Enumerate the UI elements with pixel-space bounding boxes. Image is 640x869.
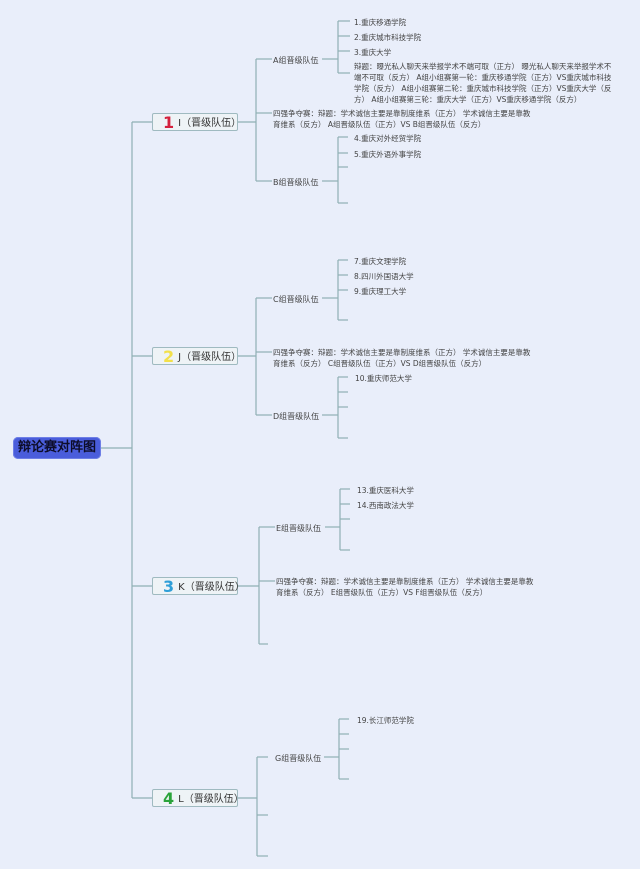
branch-label-4: L（晋级队伍） [178,794,244,805]
branch-label-2: J（晋级队伍） [178,352,242,363]
team-item[interactable]: 10.重庆师范大学 [355,374,412,383]
team-item[interactable]: 7.重庆文理学院 [354,257,407,266]
root-node[interactable]: 辩论赛对阵图 [13,437,101,459]
branch-label-3: K（晋级队伍） [178,582,245,593]
team-item[interactable]: 5.重庆外语外事学院 [354,150,422,159]
branch-number-2: 2 [163,347,175,366]
branch-label-1: I（晋级队伍） [178,118,242,129]
team-item[interactable]: 2.重庆城市科技学院 [354,33,422,42]
semifinal-ab[interactable]: 四强争夺赛：辩题：学术诚信主要是靠制度维系（正方） 学术诚信主要是靠教育维系（反… [273,109,531,129]
team-item[interactable]: 1.重庆移通学院 [354,18,407,27]
group-c[interactable]: C组晋级队伍 [273,295,319,304]
group-e[interactable]: E组晋级队伍 [276,524,322,533]
semifinal-ef[interactable]: 四强争夺赛：辩题：学术诚信主要是靠制度维系（正方） 学术诚信主要是靠教育维系（反… [276,577,534,597]
team-item[interactable]: 19.长江师范学院 [357,716,414,725]
team-item[interactable]: 4.重庆对外经贸学院 [354,134,422,143]
group-b[interactable]: B组晋级队伍 [273,178,319,187]
team-item[interactable]: 8.四川外国语大学 [354,272,414,281]
group-g[interactable]: G组晋级队伍 [275,754,322,763]
team-item[interactable]: 14.西南政法大学 [357,501,414,510]
team-item[interactable]: 3.重庆大学 [354,48,392,57]
team-item[interactable]: 9.重庆理工大学 [354,287,407,296]
semifinal-cd[interactable]: 四强争夺赛：辩题：学术诚信主要是靠制度维系（正方） 学术诚信主要是靠教育维系（反… [273,348,531,368]
team-item[interactable]: 13.重庆医科大学 [357,486,414,495]
branch-number-1: 1 [163,113,175,132]
group-a[interactable]: A组晋级队伍 [273,56,319,65]
branch-number-4: 4 [163,789,175,808]
branch-number-3: 3 [163,577,175,596]
group-a-schedule[interactable]: 辩题：曝光私人聊天来举报学术不端可取（正方） 曝光私人聊天来举报学术不端不可取（… [354,62,612,104]
group-d[interactable]: D组晋级队伍 [273,412,320,421]
